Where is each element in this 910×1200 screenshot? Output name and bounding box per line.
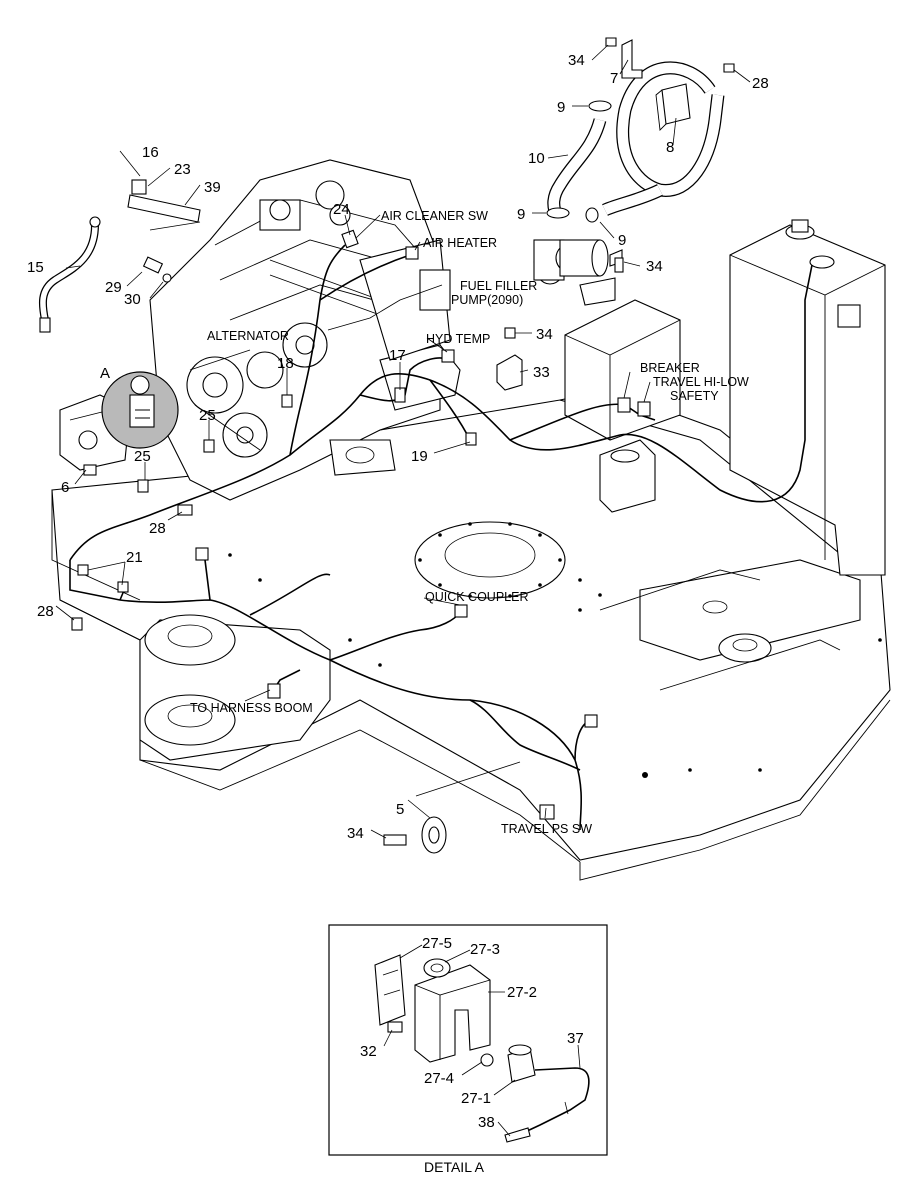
callout-A: A	[100, 365, 110, 382]
label-quick-coupler: QUICK COUPLER	[425, 590, 529, 604]
battery-box	[564, 299, 681, 441]
label-travel-ps-sw: TRAVEL PS SW	[501, 822, 592, 836]
callout-39: 39	[204, 179, 221, 196]
upper-frame	[51, 389, 891, 881]
label-safety: SAFETY	[670, 389, 719, 403]
label-breaker: BREAKER	[640, 361, 700, 375]
solenoid-valve	[599, 439, 656, 513]
component-labels: AIR CLEANER SW AIR HEATER FUEL FILLER PU…	[190, 209, 749, 836]
callout-15: 15	[27, 259, 44, 276]
callout-27-4: 27-4	[424, 1070, 454, 1087]
callout-34: 34	[646, 258, 663, 275]
label-air-heater: AIR HEATER	[423, 236, 497, 250]
callout-27-5: 27-5	[422, 935, 452, 952]
detail-a-bubble	[101, 371, 179, 449]
callout-5: 5	[396, 801, 404, 818]
detail-a-labels: 27-5 27-3 27-2 32 27-4 27-1 37 38 DETAIL…	[360, 935, 584, 1175]
callout-8: 8	[666, 139, 674, 156]
callout-16: 16	[142, 144, 159, 161]
callout-27-1: 27-1	[461, 1090, 491, 1107]
label-hyd-temp: HYD TEMP	[426, 332, 490, 346]
callout-25: 25	[134, 448, 151, 465]
wire-harness	[38, 179, 813, 831]
callout-9: 9	[618, 232, 626, 249]
callout-38: 38	[478, 1114, 495, 1131]
hydraulic-tank	[729, 219, 886, 576]
label-to-harness-boom: TO HARNESS BOOM	[190, 701, 313, 715]
callout-18: 18	[277, 355, 294, 372]
label-alternator: ALTERNATOR	[207, 329, 289, 343]
callout-9: 9	[517, 206, 525, 223]
callout-27-2: 27-2	[507, 984, 537, 1001]
fuel-filler-pump	[533, 239, 623, 306]
callout-numbers: 34 7 28 9 8 10 9 9 34 16 23 39 24 15 29 …	[27, 52, 769, 842]
callout-34: 34	[536, 326, 553, 343]
callout-28: 28	[149, 520, 166, 537]
callout-34: 34	[568, 52, 585, 69]
callout-10: 10	[528, 150, 545, 167]
ring-bolt-holes	[418, 522, 562, 598]
callout-33: 33	[533, 364, 550, 381]
callout-30: 30	[124, 291, 141, 308]
callout-24: 24	[333, 201, 350, 218]
callout-28: 28	[752, 75, 769, 92]
callout-21: 21	[126, 549, 143, 566]
air-hoses	[546, 37, 735, 223]
callout-6: 6	[61, 479, 69, 496]
horn	[383, 816, 447, 854]
leader-lines	[55, 44, 751, 839]
callout-34: 34	[347, 825, 364, 842]
connectors	[71, 229, 651, 820]
label-fuel-filler: FUEL FILLER	[460, 279, 537, 293]
label-travel-hi-low: TRAVEL HI-LOW	[653, 375, 749, 389]
callout-32: 32	[360, 1043, 377, 1060]
callout-23: 23	[174, 161, 191, 178]
callout-28: 28	[37, 603, 54, 620]
label-fuel-filler-pump: PUMP(2090)	[451, 293, 523, 307]
label-air-cleaner-sw: AIR CLEANER SW	[381, 209, 488, 223]
detail-a-panel	[328, 924, 608, 1156]
callout-19: 19	[411, 448, 428, 465]
detail-a-caption: DETAIL A	[424, 1159, 485, 1175]
callout-25: 25	[199, 407, 216, 424]
callout-7: 7	[610, 70, 618, 87]
callout-9: 9	[557, 99, 565, 116]
relay-bracket	[496, 354, 523, 391]
callout-17: 17	[389, 347, 406, 364]
callout-29: 29	[105, 279, 122, 296]
callout-37: 37	[567, 1030, 584, 1047]
callout-27-3: 27-3	[470, 941, 500, 958]
